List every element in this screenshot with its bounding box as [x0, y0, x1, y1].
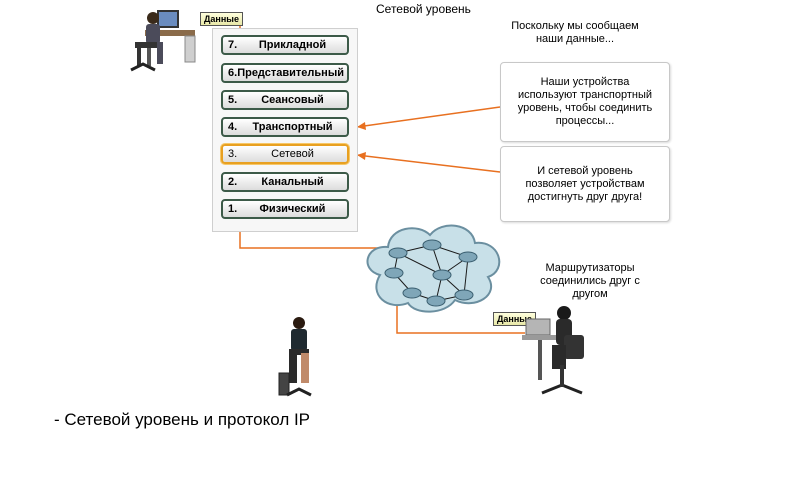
layer-presentation: 6. Представительный	[221, 63, 349, 83]
router-icon	[458, 251, 478, 263]
router-icon	[426, 295, 446, 307]
data-tag-receiver: Данные	[493, 312, 536, 326]
caption-text: - Сетевой уровень и протокол IP	[54, 410, 311, 429]
layer-network: 3. Сетевой	[221, 144, 349, 164]
data-tag-sender: Данные	[200, 12, 243, 26]
seated-woman-icon	[278, 317, 312, 397]
layer-session: 5. Сеансовый	[221, 90, 349, 110]
layer-application: 7. Прикладной	[221, 35, 349, 55]
router-icon	[384, 267, 404, 279]
layer-transport: 4. Транспортный	[221, 117, 349, 137]
layer-number: 1.	[228, 203, 238, 215]
layer-physical: 1. Физический	[221, 199, 349, 219]
callout-network-text: И сетевой уровень позволяет устройствам …	[525, 164, 645, 203]
intro-text: Поскольку мы сообщаем наши данные...	[511, 20, 639, 45]
layer-label: Прикладной	[258, 39, 327, 51]
network-cloud	[366, 224, 501, 313]
layer-number: 5.	[228, 94, 238, 106]
routers-text: Маршрутизаторы соединились друг с другом	[540, 262, 640, 300]
receiver-person-at-laptop-icon	[522, 306, 584, 395]
layer-number: 7.	[228, 39, 238, 51]
router-icon	[432, 269, 452, 281]
layer-number: 4.	[228, 121, 238, 133]
router-icon	[388, 247, 408, 259]
osi-layer-stack: 7. Прикладной 6. Представительный 5. Сеа…	[212, 28, 358, 232]
layer-label: Сеансовый	[261, 94, 324, 106]
router-icon	[454, 289, 474, 301]
layer-number: 3.	[228, 148, 238, 160]
layer-label: Транспортный	[252, 121, 333, 133]
layer-data-link: 2. Канальный	[221, 172, 349, 192]
callout-transport: Наши устройства используют транспортный …	[500, 62, 670, 142]
layer-label: Канальный	[261, 176, 324, 188]
sender-person-at-computer-icon	[130, 10, 196, 72]
layer-number: 6.	[228, 67, 238, 79]
page-title: Сетевой уровень	[376, 2, 471, 16]
layer-label: Сетевой	[271, 148, 314, 160]
router-icon	[422, 239, 442, 251]
layer-label: Физический	[259, 203, 326, 215]
layer-number: 2.	[228, 176, 238, 188]
router-icon	[402, 287, 422, 299]
callout-network: И сетевой уровень позволяет устройствам …	[500, 146, 670, 222]
callout-transport-text: Наши устройства используют транспортный …	[517, 76, 653, 127]
layer-label: Представительный	[237, 67, 344, 79]
